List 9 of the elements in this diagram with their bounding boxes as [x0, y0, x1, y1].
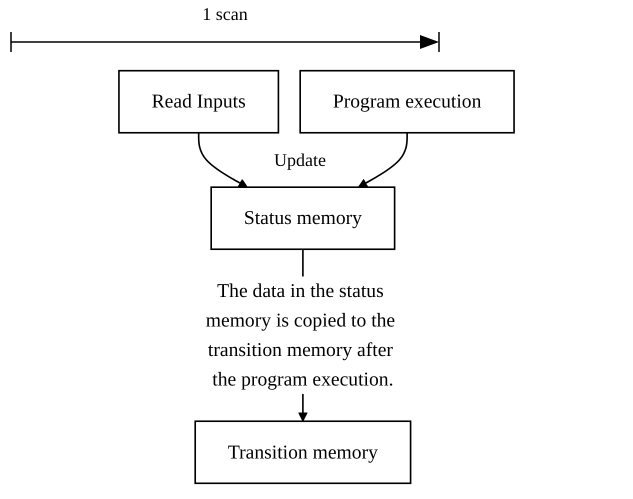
arrow	[198, 132, 248, 188]
node-box: Read Inputs	[118, 70, 280, 134]
edge-label: The data in the status memory is copied to the transition memory after the program execution.	[206, 280, 396, 390]
dimension-label: 1 scan	[201, 4, 249, 25]
arrow	[358, 132, 408, 188]
node-box: Program execution	[299, 70, 515, 134]
node-box: Status memory	[210, 186, 396, 250]
node-box: Transition memory	[194, 420, 412, 484]
note-text: Update	[274, 150, 326, 171]
